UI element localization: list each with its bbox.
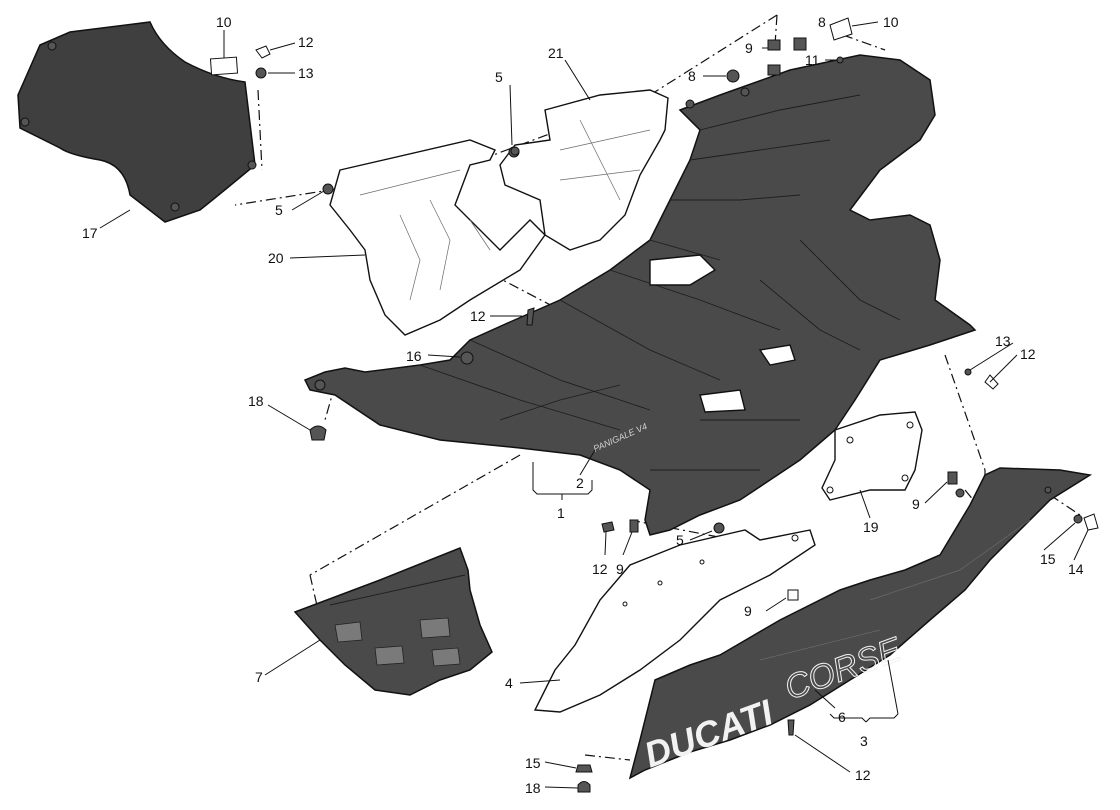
callout-3: 3: [860, 733, 868, 749]
fasteners-top-left: [209, 45, 271, 79]
callout-15-bottom: 15: [525, 755, 541, 771]
callout-11: 11: [805, 52, 820, 68]
part-19-plate: [821, 411, 923, 501]
callout-12-right: 12: [1020, 346, 1036, 362]
callout-7: 7: [255, 669, 263, 685]
callout-14: 14: [1068, 561, 1084, 577]
callout-13-right: 13: [995, 333, 1011, 349]
loose-fasteners: [309, 17, 1099, 793]
group-brackets: [532, 462, 899, 723]
callout-12-bottom: 12: [855, 767, 871, 783]
callout-9-lower: 9: [616, 561, 624, 577]
callout-17: 17: [82, 225, 98, 241]
callout-21: 21: [548, 45, 564, 61]
callout-4: 4: [505, 675, 513, 691]
callout-9-top: 9: [745, 40, 753, 56]
callout-18-bottom: 18: [525, 780, 541, 796]
part-4-lower-panel: [533, 529, 816, 713]
callout-1: 1: [557, 505, 565, 521]
callout-12-top-left: 12: [298, 34, 314, 50]
callout-2: 2: [576, 475, 584, 491]
callout-12-middle: 12: [470, 308, 486, 324]
callout-10-left: 10: [216, 14, 232, 30]
callout-5-left: 5: [275, 202, 283, 218]
part-7-lower-fairing: [293, 547, 493, 696]
callout-19: 19: [863, 519, 879, 535]
callout-5-top: 5: [495, 69, 503, 85]
callout-16: 16: [406, 348, 422, 364]
part-20-inner-panel: [322, 139, 546, 336]
part-17-panel: [17, 21, 257, 223]
callout-8-middle: 8: [688, 68, 696, 84]
callout-5-lower: 5: [676, 532, 684, 548]
callout-20: 20: [268, 250, 284, 266]
callout-9-bottom-mid: 9: [744, 603, 752, 619]
callout-12-lower: 12: [592, 561, 608, 577]
callout-9-right: 9: [912, 496, 920, 512]
part-1-side-fairing: PANIGALE V4: [303, 54, 977, 536]
callout-8-top: 8: [818, 14, 826, 30]
callout-10-right: 10: [883, 14, 899, 30]
callout-labels: 10 12 13 17 5 20 5 21 12 16 18 8 10 9 11…: [82, 14, 1084, 796]
callout-6: 6: [838, 709, 846, 725]
leader-lines: [99, 21, 1089, 789]
callout-18-left: 18: [248, 393, 264, 409]
callout-15-right: 15: [1040, 551, 1056, 567]
callout-13-top-left: 13: [298, 65, 314, 81]
